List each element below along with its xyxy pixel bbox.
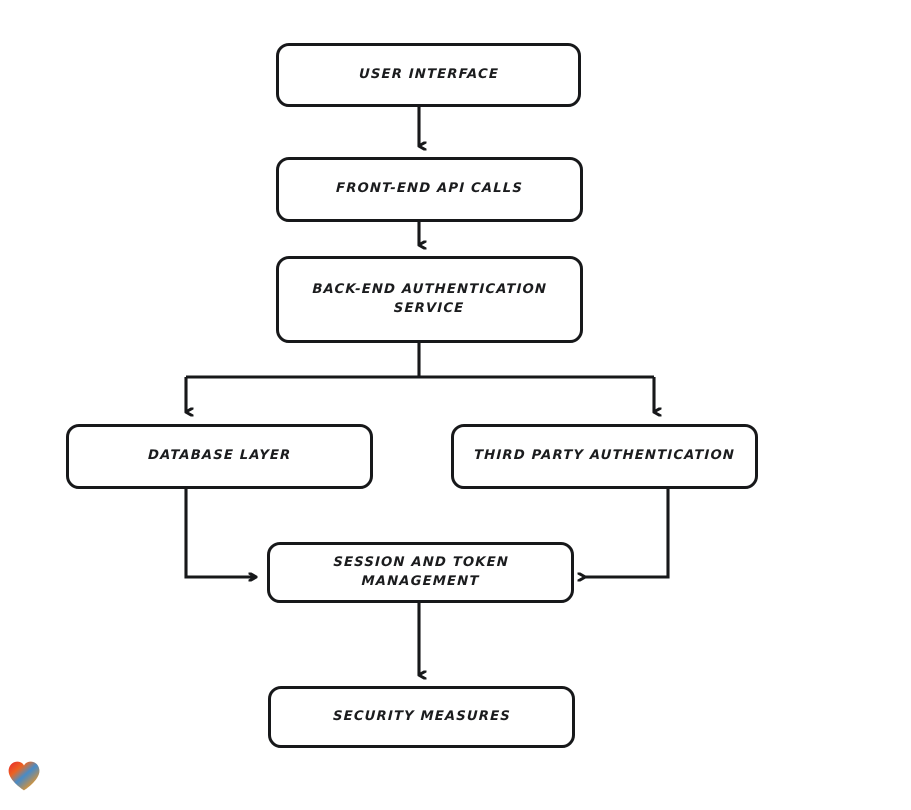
node-backend-authentication-service[interactable]: Back-End Authentication Service [276,256,583,343]
node-label: Third Party Authentication [473,448,736,464]
node-frontend-api-calls[interactable]: Front-End API Calls [276,157,583,222]
node-third-party-authentication[interactable]: Third Party Authentication [451,424,758,489]
node-label: Session and Token Management [332,554,509,589]
edge-thirdparty-to-session [585,489,670,577]
node-session-and-token-management[interactable]: Session and Token Management [267,542,574,603]
edge-database-to-session [184,489,256,577]
node-label: Front-End API Calls [335,181,524,197]
node-security-measures[interactable]: Security Measures [268,686,575,748]
node-label: Security Measures [332,708,511,724]
node-label: Database Layer [147,448,292,464]
node-user-interface[interactable]: User Interface [276,43,581,107]
node-database-layer[interactable]: Database Layer [66,424,373,489]
node-label: User Interface [358,66,499,82]
node-label: Back-End Authentication Service [312,281,548,316]
heart-icon [8,761,40,791]
